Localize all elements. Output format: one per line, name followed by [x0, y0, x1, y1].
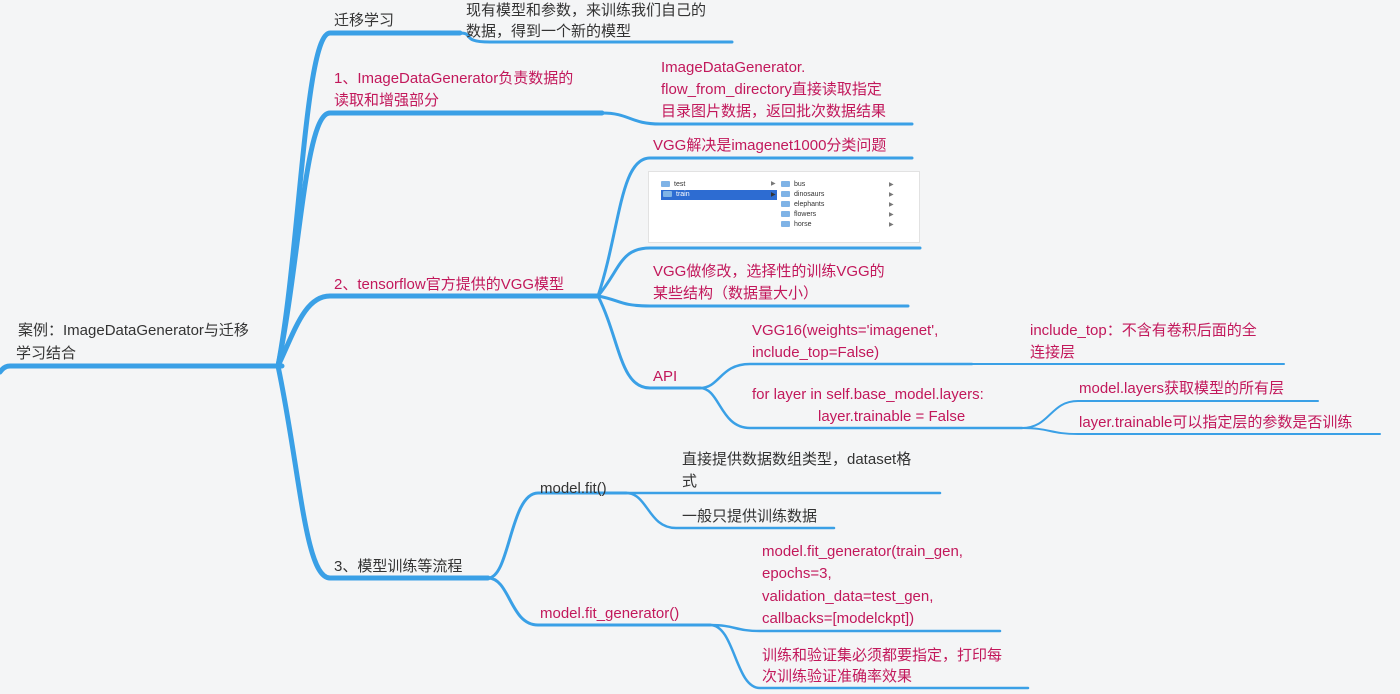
link-vgg-modify — [596, 294, 910, 308]
folder-name: train — [676, 191, 690, 198]
branch1-desc-line3[interactable]: 目录图片数据，返回批次数据结果 — [661, 103, 887, 120]
link-transfer-desc — [458, 31, 734, 44]
list-item-selected: train — [661, 190, 777, 200]
link-fit-note2 — [624, 491, 836, 530]
folder-name: horse — [794, 221, 812, 228]
list-item: dinosaurs — [781, 190, 824, 200]
branch2-label[interactable]: 2、tensorflow官方提供的VGG模型 — [334, 276, 565, 293]
vgg16-line2[interactable]: include_top=False) — [752, 344, 880, 361]
root-underline — [0, 363, 285, 375]
branch-transfer-label[interactable]: 迁移学习 — [334, 12, 395, 29]
branch1-desc-line2[interactable]: flow_from_directory直接读取指定 — [661, 81, 882, 98]
list-item: bus — [781, 180, 805, 190]
folder-name: test — [674, 181, 686, 188]
include-top-line1[interactable]: include_top：不含有卷积后面的全 — [1030, 322, 1257, 339]
loop-line1[interactable]: for layer in self.base_model.layers: — [752, 386, 984, 403]
root-title-line1[interactable]: 案例：ImageDataGenerator与迁移 — [18, 322, 249, 339]
link-vgg-solves — [596, 156, 914, 298]
fit-note1-line2[interactable]: 式 — [682, 473, 698, 490]
list-item: test — [661, 180, 781, 190]
layers-note[interactable]: model.layers获取模型的所有层 — [1079, 380, 1285, 397]
chevron-right-icon: ▶ — [889, 212, 894, 218]
link-loop — [698, 386, 1024, 430]
fit-generator-code-line4[interactable]: callbacks=[modelckpt]) — [762, 610, 915, 627]
chevron-right-icon: ▶ — [889, 192, 894, 198]
chevron-right-icon: ▶ — [771, 192, 776, 198]
folder-icon — [661, 181, 670, 188]
chevron-right-icon: ▶ — [771, 181, 776, 187]
list-item: elephants — [781, 200, 824, 210]
list-item: flowers — [781, 210, 816, 220]
fit-label[interactable]: model.fit() — [540, 480, 607, 497]
link-trainable-note — [1021, 427, 1381, 435]
folder-icon — [781, 221, 790, 228]
list-item: horse — [781, 220, 812, 230]
chevron-right-icon: ▶ — [889, 222, 894, 228]
fit-generator-label[interactable]: model.fit_generator() — [540, 605, 680, 622]
link-layers-note — [1021, 400, 1319, 429]
branch-transfer-desc-line1[interactable]: 现有模型和参数，来训练我们自己的 — [466, 2, 707, 19]
chevron-right-icon: ▶ — [889, 202, 894, 208]
vgg-modify-line2[interactable]: 某些结构（数据量大小） — [653, 285, 819, 302]
api-label[interactable]: API — [653, 368, 678, 385]
branch1-label-line2[interactable]: 读取和增强部分 — [334, 92, 440, 109]
folder-name: flowers — [794, 211, 817, 218]
link-branch2 — [275, 293, 601, 369]
folder-icon — [663, 191, 672, 198]
link-branch1 — [275, 110, 605, 369]
folder-icon — [781, 211, 790, 218]
link-branch1-desc — [600, 111, 914, 126]
branch3-label[interactable]: 3、模型训练等流程 — [334, 558, 463, 575]
include-top-line2[interactable]: 连接层 — [1030, 344, 1076, 361]
root-title-line2[interactable]: 学习结合 — [16, 345, 77, 362]
link-fit — [486, 491, 628, 580]
link-fitgen-code — [708, 623, 1002, 633]
link-branch3 — [275, 363, 491, 581]
branch1-desc-line1[interactable]: ImageDataGenerator. — [661, 59, 806, 76]
loop-line2[interactable]: layer.trainable = False — [818, 408, 966, 425]
trainable-note[interactable]: layer.trainable可以指定层的参数是否训练 — [1079, 414, 1353, 431]
fit-generator-note-line2[interactable]: 次训练验证准确率效果 — [762, 668, 913, 685]
chevron-right-icon: ▶ — [889, 182, 894, 188]
link-fit-generator — [486, 576, 712, 627]
fit-generator-note-line1[interactable]: 训练和验证集必须都要指定，打印每 — [762, 647, 1003, 664]
fit-note1-line1[interactable]: 直接提供数据数组类型，dataset格 — [682, 451, 912, 468]
vgg-modify-line1[interactable]: VGG做修改，选择性的训练VGG的 — [653, 263, 885, 280]
vgg16-line1[interactable]: VGG16(weights='imagenet', — [752, 322, 939, 339]
fit-note2[interactable]: 一般只提供训练数据 — [682, 508, 818, 525]
vgg-solves-text[interactable]: VGG解决是imagenet1000分类问题 — [653, 137, 887, 154]
folder-icon — [781, 201, 790, 208]
link-fitgen-note — [708, 623, 1030, 690]
fit-generator-code-line3[interactable]: validation_data=test_gen, — [762, 588, 934, 605]
folder-name: dinosaurs — [794, 191, 825, 198]
folder-name: bus — [794, 181, 806, 188]
link-screenshot — [596, 246, 922, 298]
branch1-label-line1[interactable]: 1、ImageDataGenerator负责数据的 — [334, 70, 574, 87]
fit-generator-code-line2[interactable]: epochs=3, — [762, 565, 832, 582]
folder-screenshot-image: test train ▶ ▶ bus dinosaurs elephants f… — [648, 171, 920, 243]
folder-icon — [781, 191, 790, 198]
folder-icon — [781, 181, 790, 188]
branch-transfer-desc-line2[interactable]: 数据，得到一个新的模型 — [466, 23, 632, 40]
fit-generator-code-line1[interactable]: model.fit_generator(train_gen, — [762, 543, 963, 560]
link-api — [596, 294, 702, 390]
folder-name: elephants — [794, 201, 825, 208]
link-vgg16 — [698, 362, 974, 390]
